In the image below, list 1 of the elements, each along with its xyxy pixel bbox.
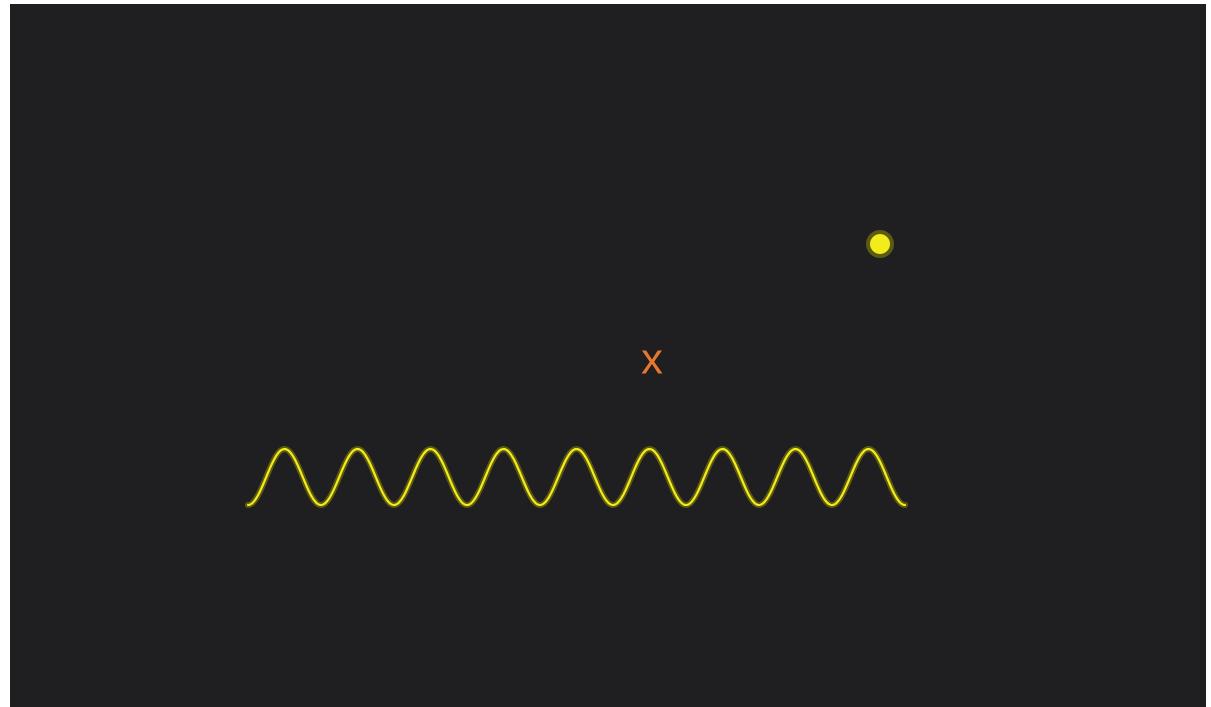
variable-label: x: [641, 350, 663, 374]
